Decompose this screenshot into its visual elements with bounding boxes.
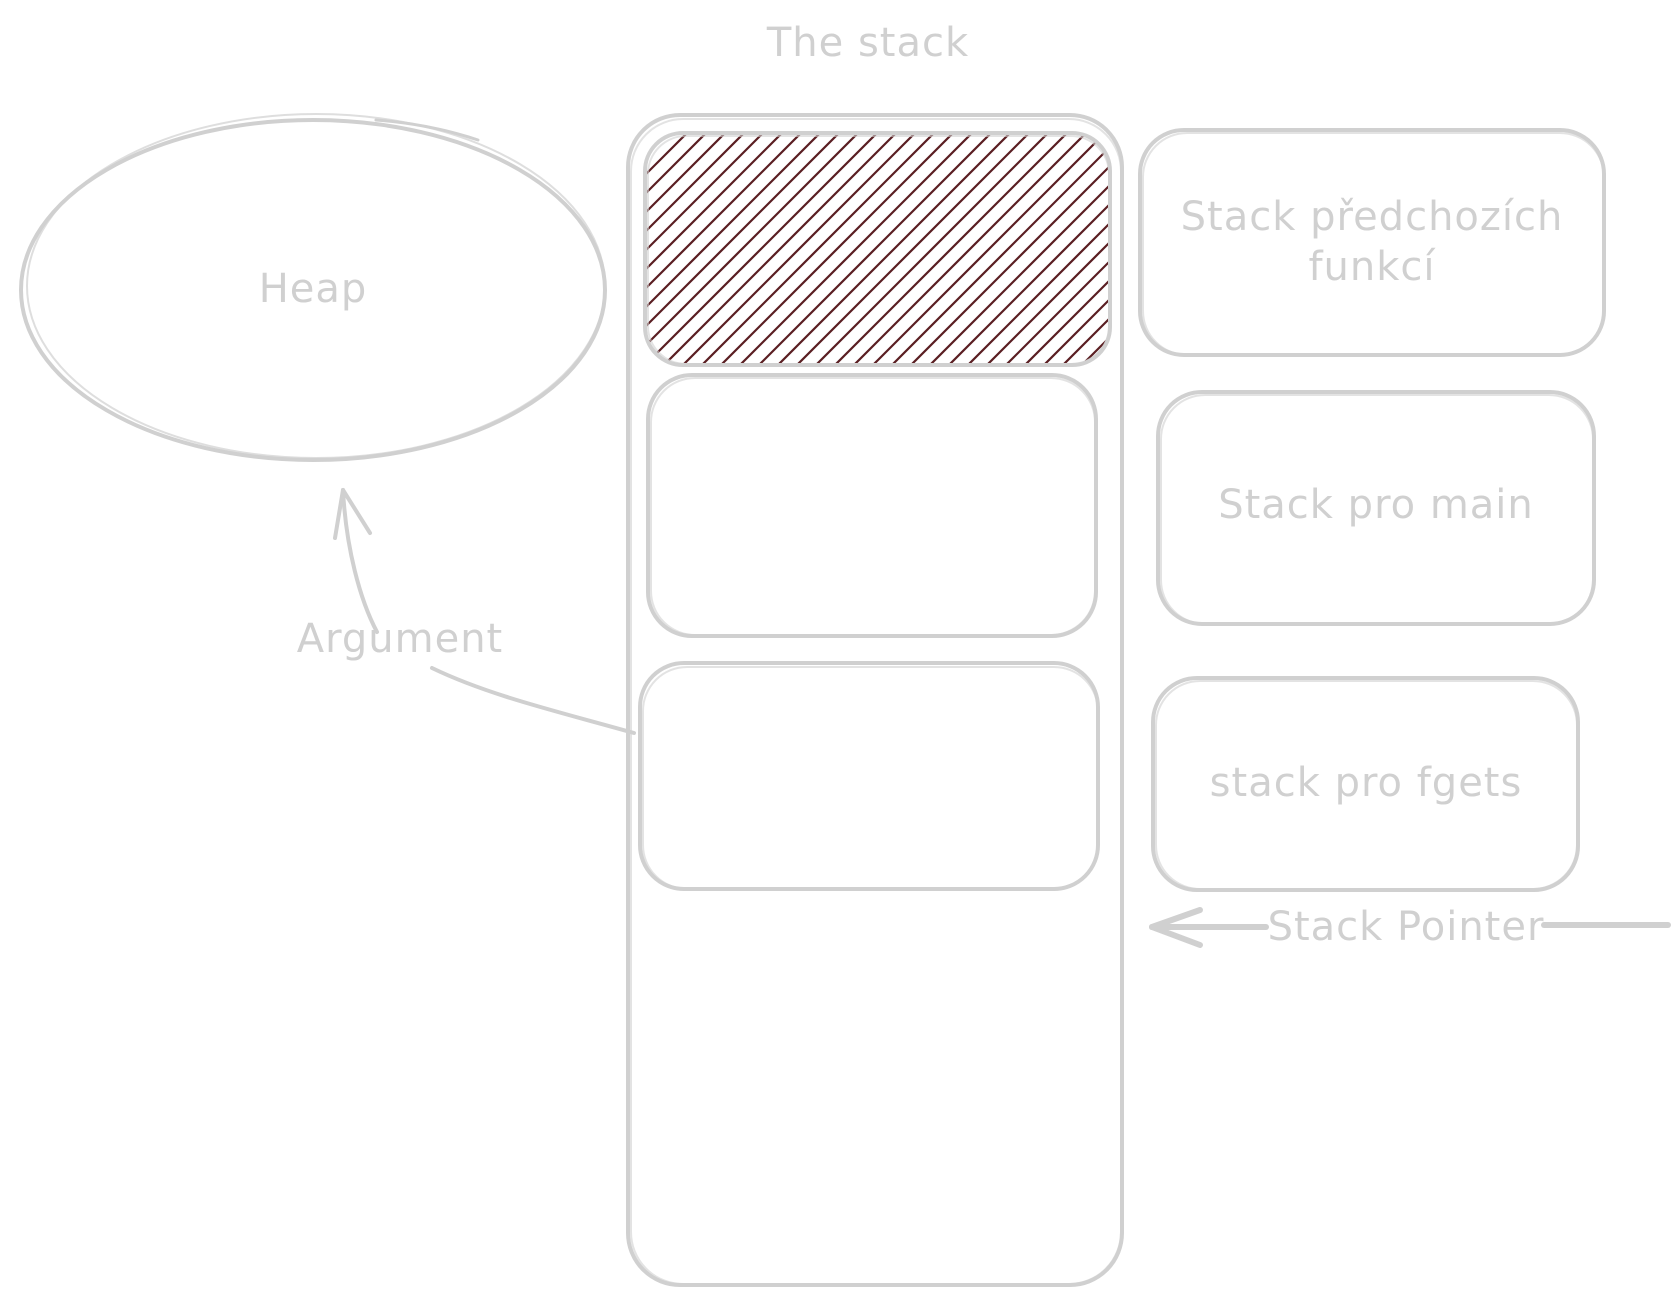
hatch-line	[791, 133, 1035, 365]
hatch-line	[645, 133, 788, 365]
hatch-line	[1095, 133, 1110, 365]
hatch-line	[753, 133, 997, 365]
frame-label-fgets: stack pro fgets	[1210, 760, 1523, 806]
stack-slot-fgets	[638, 661, 1100, 891]
frame-box-main: Stack pro main	[1156, 390, 1596, 626]
hatch-line	[658, 133, 902, 365]
hatch-line	[1076, 133, 1110, 365]
argument-arrow: Argument	[297, 488, 636, 735]
hatch-line	[924, 133, 1110, 365]
heap-label: Heap	[259, 266, 368, 312]
hatch-line	[645, 133, 807, 365]
argument-label: Argument	[297, 616, 503, 662]
hatch-line	[981, 133, 1110, 365]
stack-pointer-label: Stack Pointer	[1268, 904, 1545, 950]
hatch-line	[645, 133, 674, 365]
hatch-line	[943, 133, 1110, 365]
hatch-line	[645, 133, 864, 365]
hatch-line	[886, 133, 1110, 365]
hatch-line	[1019, 133, 1110, 365]
frame-box-fgets: stack pro fgets	[1151, 676, 1580, 892]
frame-label-previous-line2: funkcí	[1308, 244, 1436, 290]
hatch-line	[645, 133, 731, 365]
hatch-line	[645, 133, 750, 365]
hatch-line	[734, 133, 978, 365]
hatch-line	[677, 133, 921, 365]
hatch-line	[848, 133, 1092, 365]
hatch-line	[645, 133, 693, 365]
hatch-line	[1038, 133, 1110, 365]
stack-slot-hatched	[643, 131, 1112, 367]
hatch-line	[867, 133, 1110, 365]
diagram-title: The stack	[766, 20, 969, 66]
hatch-line	[645, 133, 883, 365]
hatch-line	[772, 133, 1016, 365]
hatch-line	[829, 133, 1073, 365]
stack-container	[626, 113, 1124, 1287]
stack-slot-main	[646, 373, 1098, 638]
hatch-line	[905, 133, 1110, 365]
hatch-line	[715, 133, 959, 365]
frame-label-previous-line1: Stack předchozích	[1181, 194, 1564, 240]
heap-node: Heap	[19, 113, 607, 462]
hatch-line	[810, 133, 1054, 365]
frame-label-main: Stack pro main	[1218, 482, 1534, 528]
hatch-line	[645, 133, 826, 365]
hatch-line	[1000, 133, 1110, 365]
hatch-line	[645, 133, 712, 365]
hatch-line	[696, 133, 940, 365]
frame-box-previous-functions: Stack předchozích funkcí	[1138, 128, 1606, 357]
hatch-line	[962, 133, 1110, 365]
hatch-line	[1057, 133, 1110, 365]
stack-outer-box	[626, 113, 1124, 1287]
hatch-line	[645, 133, 845, 365]
stack-pointer-arrow: Stack Pointer	[1149, 904, 1671, 950]
hatch-line	[645, 133, 655, 365]
